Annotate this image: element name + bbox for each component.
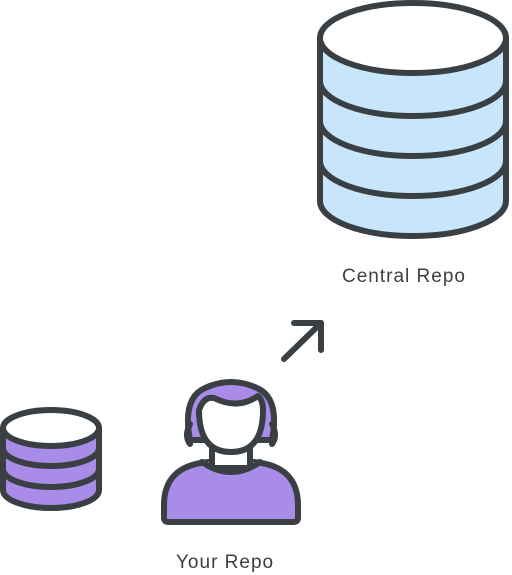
arrow-up-right-icon <box>281 320 324 362</box>
user-avatar-icon <box>161 379 301 525</box>
central-repo-database-icon <box>317 0 509 239</box>
central-repo-label: Central Repo <box>342 266 466 287</box>
your-repo-label: Your Repo <box>176 552 275 573</box>
your-repo-database-icon <box>0 407 102 511</box>
